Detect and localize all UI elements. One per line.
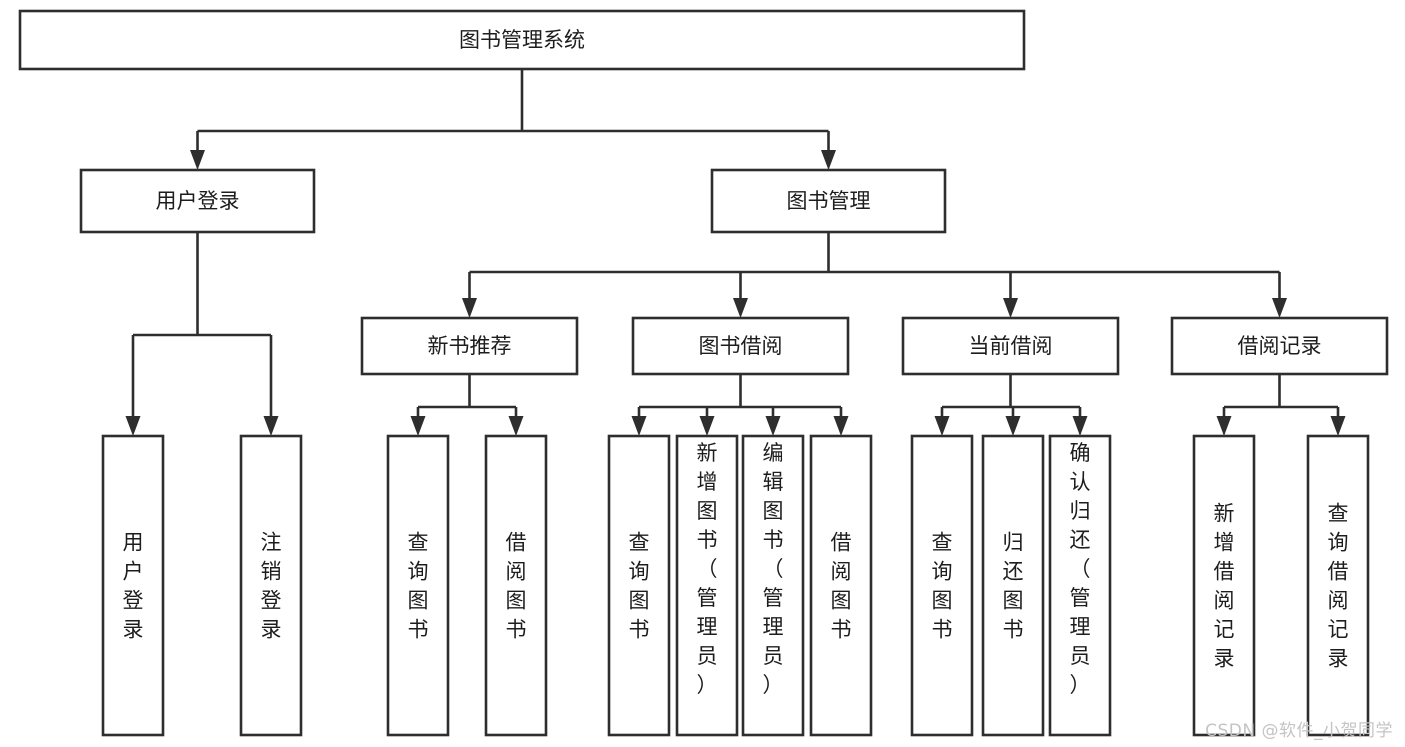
node-label: 新书推荐 — [428, 334, 512, 358]
connector-node-图书管理系统 — [190, 69, 836, 170]
node-box[interactable] — [79, 168, 316, 234]
arrow-head-icon — [821, 150, 836, 170]
connector-node-借阅记录 — [1216, 374, 1346, 436]
arrow-head-icon — [1005, 416, 1021, 436]
connector-node-用户登录 — [125, 232, 279, 436]
node-图书管理-level2[interactable]: 图书管理 — [710, 168, 947, 234]
node-label: 查询图书 — [932, 531, 953, 642]
node-图书借阅-level3[interactable]: 图书借阅 — [631, 316, 850, 376]
node-box[interactable] — [1306, 434, 1370, 737]
node-注销登录-leaf[interactable]: 注销登录 — [239, 434, 303, 737]
connector-node-当前借阅 — [934, 374, 1088, 436]
node-box[interactable] — [360, 316, 579, 376]
node-box[interactable] — [239, 434, 303, 737]
arrow-head-icon — [125, 416, 141, 436]
arrow-head-icon — [462, 298, 477, 318]
node-查询图书-leaf[interactable]: 查询图书 — [386, 434, 450, 737]
node-label: 编辑图书（管理员） — [763, 441, 784, 697]
node-box[interactable] — [910, 434, 974, 737]
connector-layer — [125, 69, 1346, 436]
connector-node-图书借阅 — [631, 374, 849, 436]
node-查询借阅记录-leaf[interactable]: 查询借阅记录 — [1306, 434, 1370, 737]
arrow-head-icon — [833, 416, 849, 436]
node-查询图书-leaf[interactable]: 查询图书 — [910, 434, 974, 737]
node-box[interactable] — [484, 434, 548, 737]
node-新增图书管理员-leaf[interactable]: 新增图书（管理员） — [675, 434, 739, 737]
arrow-head-icon — [1330, 416, 1346, 436]
node-label: 借阅图书 — [506, 531, 527, 642]
node-box[interactable] — [710, 168, 947, 234]
node-label: 确认归还（管理员） — [1070, 441, 1091, 697]
arrow-head-icon — [733, 298, 748, 318]
arrow-head-icon — [190, 150, 205, 170]
node-借阅图书-leaf[interactable]: 借阅图书 — [484, 434, 548, 737]
node-label: 查询借阅记录 — [1328, 502, 1349, 671]
node-label: 借阅记录 — [1238, 334, 1322, 358]
node-box[interactable] — [607, 434, 671, 737]
node-box[interactable] — [386, 434, 450, 737]
connector-node-图书管理 — [462, 232, 1287, 318]
node-label: 查询图书 — [629, 531, 650, 642]
arrow-head-icon — [699, 416, 715, 436]
node-查询图书-leaf[interactable]: 查询图书 — [607, 434, 671, 737]
node-图书管理系统-root[interactable]: 图书管理系统 — [18, 9, 1026, 71]
connector-node-新书推荐 — [410, 374, 524, 436]
arrow-head-icon — [765, 416, 781, 436]
node-label: 图书管理 — [787, 189, 871, 213]
node-box[interactable] — [901, 316, 1120, 376]
arrow-head-icon — [410, 416, 426, 436]
arrow-head-icon — [1216, 416, 1232, 436]
node-label: 查询图书 — [408, 531, 429, 642]
node-当前借阅-level3[interactable]: 当前借阅 — [901, 316, 1120, 376]
node-box[interactable] — [981, 434, 1045, 737]
node-label: 用户登录 — [156, 189, 240, 213]
node-借阅图书-leaf[interactable]: 借阅图书 — [809, 434, 873, 737]
node-借阅记录-level3[interactable]: 借阅记录 — [1170, 316, 1389, 376]
node-label: 图书管理系统 — [459, 28, 585, 52]
arrow-head-icon — [934, 416, 950, 436]
node-label: 图书借阅 — [699, 334, 783, 358]
node-label: 当前借阅 — [969, 334, 1053, 358]
node-归还图书-leaf[interactable]: 归还图书 — [981, 434, 1045, 737]
node-编辑图书管理员-leaf[interactable]: 编辑图书（管理员） — [741, 434, 805, 737]
node-label: 用户登录 — [123, 531, 144, 642]
node-用户登录-leaf[interactable]: 用户登录 — [101, 434, 165, 737]
node-新书推荐-level3[interactable]: 新书推荐 — [360, 316, 579, 376]
arrow-head-icon — [1272, 298, 1287, 318]
node-box[interactable] — [675, 434, 739, 737]
node-box[interactable] — [1192, 434, 1256, 737]
node-box[interactable] — [741, 434, 805, 737]
node-新增借阅记录-leaf[interactable]: 新增借阅记录 — [1192, 434, 1256, 737]
arrow-head-icon — [1003, 298, 1018, 318]
node-用户登录-level2[interactable]: 用户登录 — [79, 168, 316, 234]
node-layer: 图书管理系统用户登录图书管理新书推荐图书借阅当前借阅借阅记录用户登录注销登录查询… — [18, 9, 1389, 737]
node-确认归还管理员-leaf[interactable]: 确认归还（管理员） — [1048, 434, 1112, 737]
node-label: 新增借阅记录 — [1214, 502, 1235, 671]
node-box[interactable] — [1170, 316, 1389, 376]
node-label: 新增图书（管理员） — [697, 441, 718, 697]
node-box[interactable] — [809, 434, 873, 737]
arrow-head-icon — [263, 416, 279, 436]
arrow-head-icon — [631, 416, 647, 436]
node-label: 注销登录 — [261, 531, 282, 642]
arrow-head-icon — [508, 416, 524, 436]
node-box[interactable] — [1048, 434, 1112, 737]
arrow-head-icon — [1072, 416, 1088, 436]
node-box[interactable] — [101, 434, 165, 737]
node-box[interactable] — [18, 9, 1026, 71]
node-label: 归还图书 — [1003, 531, 1024, 642]
node-label: 借阅图书 — [831, 531, 852, 642]
node-box[interactable] — [631, 316, 850, 376]
